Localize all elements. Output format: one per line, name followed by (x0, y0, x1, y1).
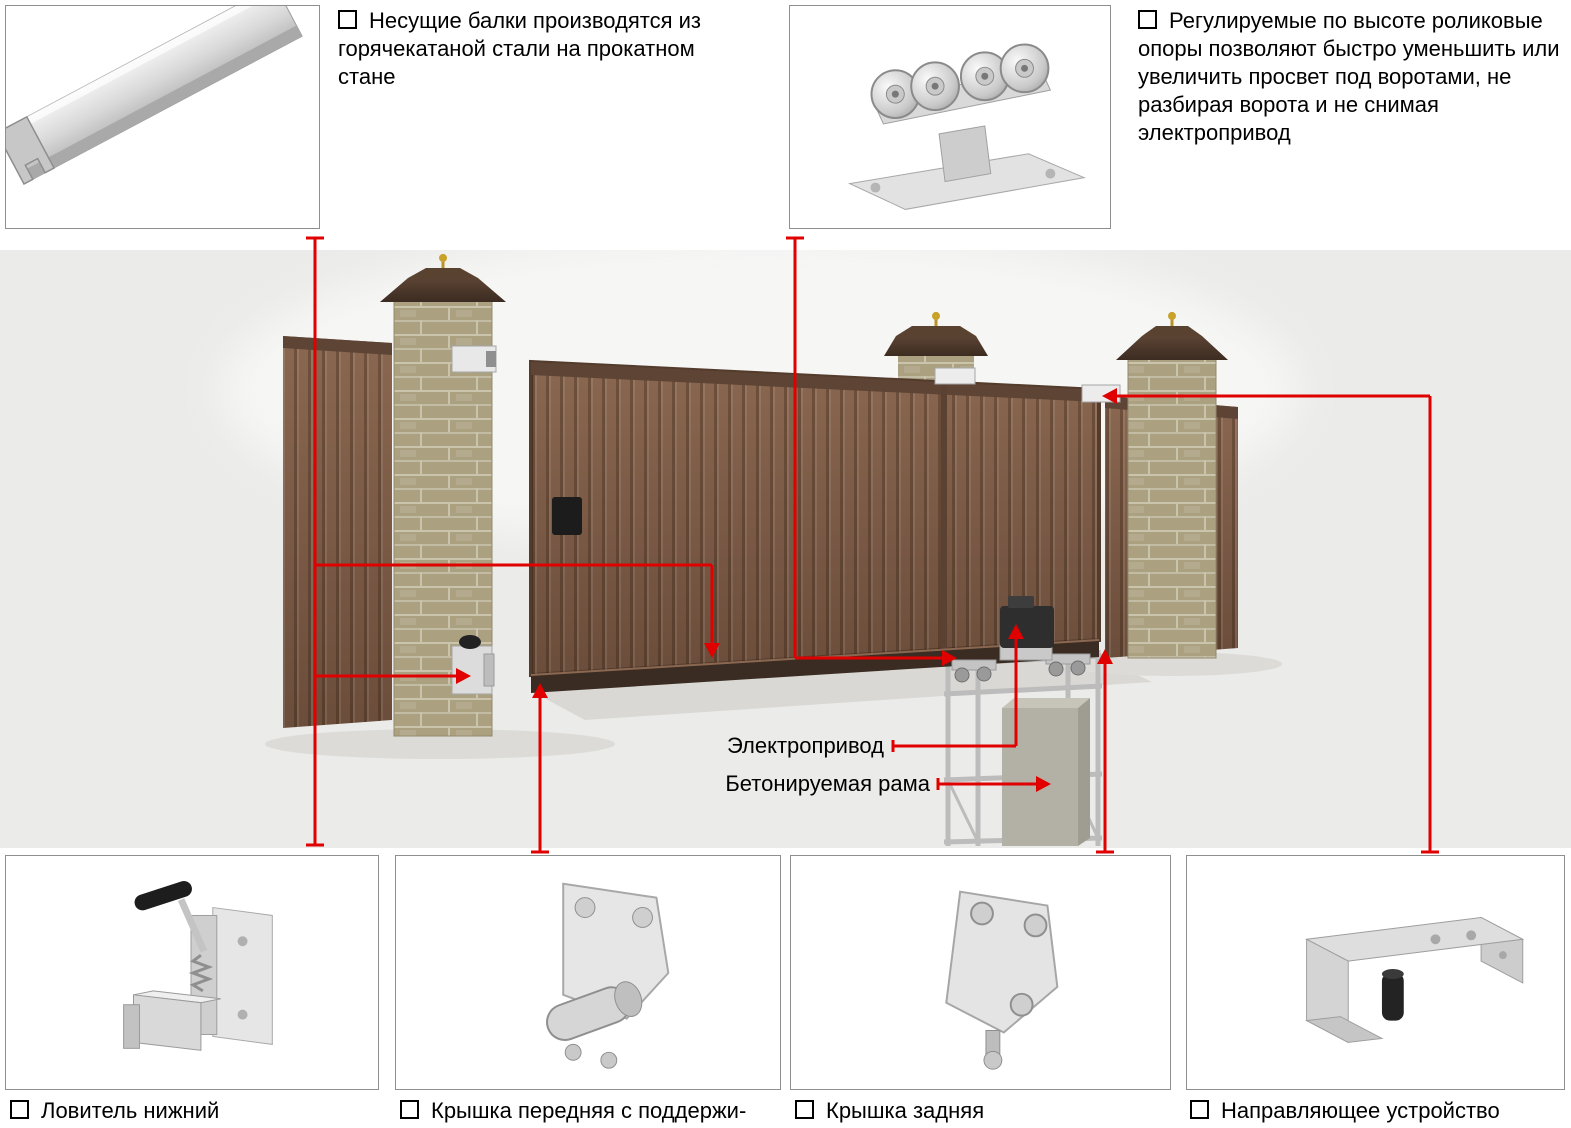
guide-device-image (1304, 916, 1525, 1044)
roller-callout-label: Регулируемые по высоте роликовые опоры п… (1138, 8, 1560, 145)
beam-callout-label: Несущие балки производятся из горячеката… (338, 8, 701, 89)
roller-photo-box (789, 5, 1111, 229)
front-cover-caption-text: Крышка передняя с поддержи- (431, 1098, 747, 1123)
catcher-photo-box (5, 855, 379, 1090)
roller-callout-text: Регулируемые по высоте роликовые опоры п… (1138, 7, 1566, 147)
beam-photo-box (5, 5, 320, 229)
checkbox-square-icon (10, 1100, 29, 1119)
gate-lock-box (552, 497, 582, 535)
catcher-caption-text: Ловитель нижний (41, 1098, 220, 1123)
left-fence-panel (283, 336, 392, 728)
upper-catcher (451, 345, 497, 373)
right-pillar (1116, 312, 1228, 659)
checkbox-square-icon (400, 1100, 419, 1119)
steel-beam-image (6, 6, 303, 186)
front-cover-caption: Крышка передняя с поддержи- (400, 1097, 746, 1125)
guide-bracket-middle (934, 367, 976, 385)
checkbox-square-icon (338, 10, 357, 29)
drive-label: Электропривод (726, 733, 884, 758)
rear-cover-image (945, 890, 1059, 1070)
guide-caption-text: Направляющее устройство (1221, 1098, 1500, 1123)
rear-cover-caption-text: Крышка задняя (826, 1098, 985, 1123)
checkbox-square-icon (795, 1100, 814, 1119)
checkbox-square-icon (1138, 10, 1157, 29)
guide-caption: Направляющее устройство (1190, 1097, 1500, 1125)
bottom-catcher-image (123, 880, 273, 1051)
front-cover-image (546, 882, 670, 1069)
rear-cover-caption: Крышка задняя (795, 1097, 984, 1125)
catcher-caption: Ловитель нижний (10, 1097, 219, 1125)
concrete-block (1002, 698, 1090, 846)
rear-cover-photo-box (790, 855, 1171, 1090)
frame-label: Бетонируемая рама (725, 771, 930, 796)
guide-bracket-right (1081, 384, 1121, 403)
roller-carriage-image (847, 43, 1086, 210)
beam-callout-text: Несущие балки производятся из горячеката… (338, 7, 743, 91)
front-cover-photo-box (395, 855, 781, 1090)
checkbox-square-icon (1190, 1100, 1209, 1119)
guide-photo-box (1186, 855, 1565, 1090)
